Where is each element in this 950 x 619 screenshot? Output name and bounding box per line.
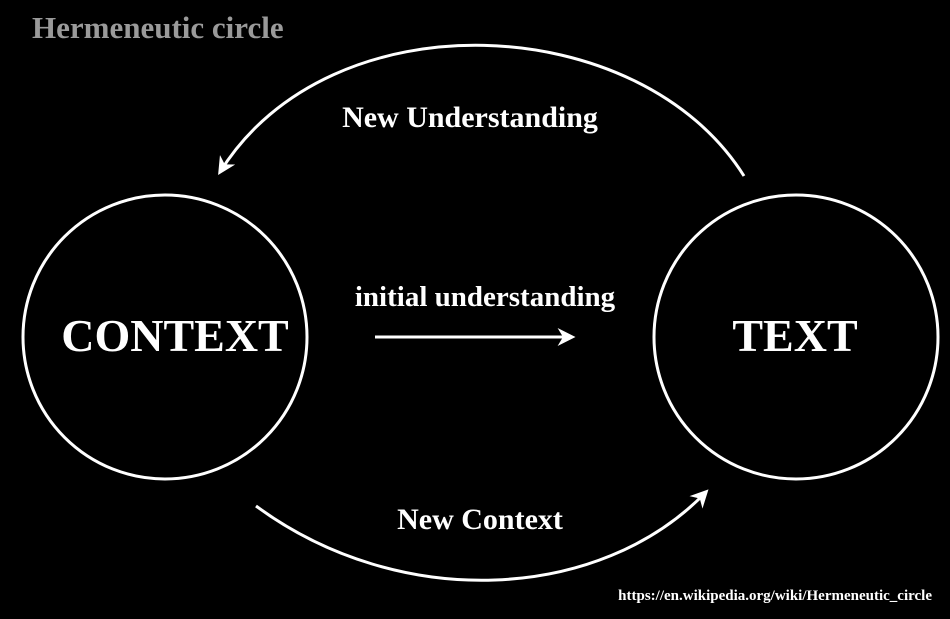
text-circle — [652, 193, 940, 481]
initial-understanding-label: initial understanding — [354, 281, 616, 313]
context-node-label: CONTEXT — [61, 310, 289, 361]
source-url: https://en.wikipedia.org/wiki/Hermeneuti… — [618, 588, 932, 604]
new-understanding-label: New Understanding — [342, 101, 598, 134]
context-circle — [21, 193, 309, 481]
new-context-label: New Context — [397, 503, 563, 536]
new-context-arrow — [255, 489, 709, 582]
text-node-label: TEXT — [732, 310, 858, 361]
diagram-title: Hermeneutic circle — [32, 10, 284, 45]
new-understanding-arrow — [218, 43, 746, 177]
